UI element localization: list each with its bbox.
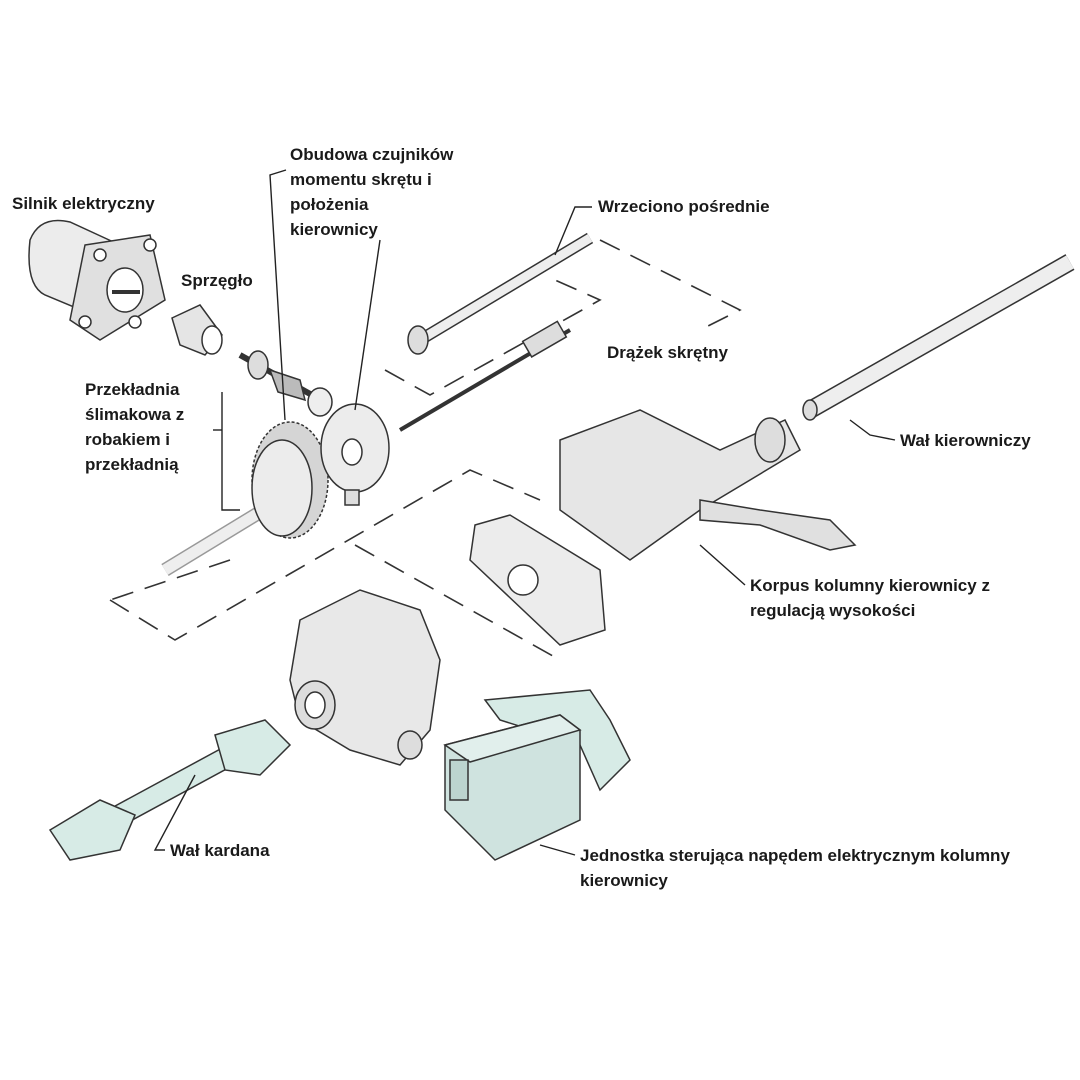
- worm-shaft: [238, 350, 333, 417]
- label-line: Przekładnia: [85, 380, 180, 399]
- label-sensor-housing: Obudowa czujników momentu skrętu i położ…: [290, 142, 453, 242]
- label-line: Jednostka sterująca napędem elektrycznym…: [580, 846, 1010, 865]
- coupling: [171, 304, 223, 356]
- label-column-body: Korpus kolumny kierownicy z regulacją wy…: [750, 573, 990, 623]
- label-line: Korpus kolumny kierownicy z: [750, 576, 990, 595]
- sensor-housing: [320, 403, 390, 506]
- steering-shaft: [802, 254, 1075, 421]
- label-control-unit: Jednostka sterująca napędem elektrycznym…: [580, 843, 1010, 893]
- label-line: regulacją wysokości: [750, 601, 916, 620]
- gear-housing: [289, 589, 441, 766]
- label-worm-gear: Przekładnia ślimakowa z robakiem i przek…: [85, 377, 184, 477]
- label-line: Obudowa czujników: [290, 145, 454, 164]
- label-line: ślimakowa z: [85, 405, 185, 424]
- label-line: kierownicy: [290, 220, 378, 239]
- intermediate-spindle: [407, 232, 594, 355]
- assembly-dashed-lines: [109, 239, 742, 661]
- label-line: momentu skrętu i: [290, 170, 432, 189]
- column-body: [469, 409, 857, 646]
- label-coupling: Sprzęgło: [181, 271, 253, 290]
- electric-motor: [28, 219, 166, 341]
- label-line: przekładnią: [85, 455, 179, 474]
- label-motor: Silnik elektryczny: [12, 194, 155, 213]
- label-intermediate-spindle: Wrzeciono pośrednie: [598, 197, 770, 216]
- label-line: robakiem i: [85, 430, 171, 449]
- leader-lines: [153, 169, 896, 856]
- label-torsion-bar: Drążek skrętny: [607, 343, 728, 362]
- label-line: kierownicy: [580, 871, 668, 890]
- cardan-shaft: [48, 719, 292, 861]
- label-line: położenia: [290, 195, 369, 214]
- label-steering-shaft: Wał kierowniczy: [900, 431, 1031, 450]
- label-cardan-shaft: Wał kardana: [170, 841, 270, 860]
- torsion-bar: [398, 320, 572, 432]
- worm-wheel: [161, 421, 329, 576]
- control-unit: [443, 689, 631, 861]
